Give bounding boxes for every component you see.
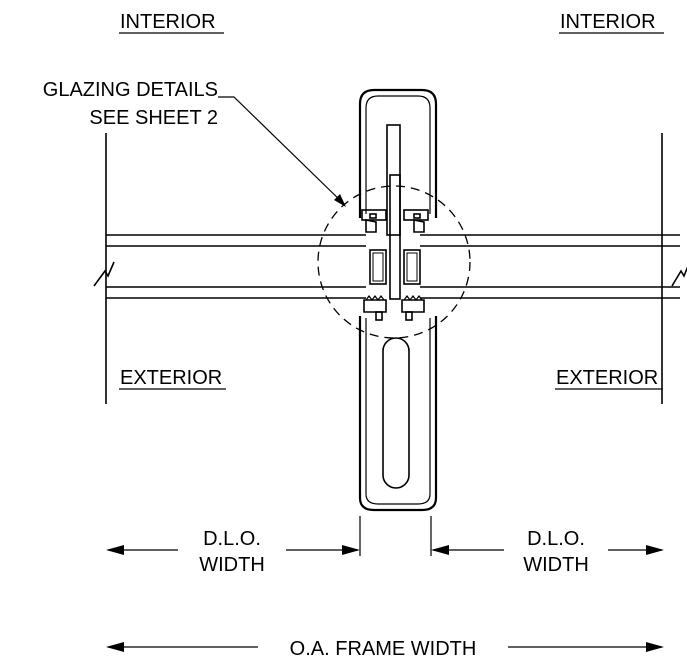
dlo-width-left-dimension xyxy=(106,545,360,555)
dlo-left-line2: WIDTH xyxy=(199,554,265,576)
break-mark-left xyxy=(93,261,115,287)
interior-label-left: INTERIOR xyxy=(120,11,216,33)
exterior-gaskets xyxy=(363,295,425,321)
interior-label-right: INTERIOR xyxy=(560,11,656,33)
callout-text-line1: GLAZING DETAILS xyxy=(43,79,218,101)
exterior-label-left: EXTERIOR xyxy=(120,367,222,389)
break-mark-right xyxy=(671,266,687,287)
glass-lite-right xyxy=(420,234,680,299)
mullion-core xyxy=(369,174,421,300)
callout-leader xyxy=(218,96,346,206)
glass-lite-left xyxy=(106,234,366,299)
dlo-right-line2: WIDTH xyxy=(523,554,589,576)
callout-text-line2: SEE SHEET 2 xyxy=(89,107,218,129)
dlo-right-line1: D.L.O. xyxy=(527,528,585,550)
dlo-left-line1: D.L.O. xyxy=(203,528,261,550)
oa-frame-width-dimension xyxy=(106,642,664,652)
interior-gaskets xyxy=(361,209,429,233)
exterior-cover xyxy=(358,316,438,512)
exterior-label-right: EXTERIOR xyxy=(556,367,658,389)
dlo-width-right-dimension xyxy=(431,545,664,555)
callout-arrowhead xyxy=(334,194,346,207)
oa-frame-width-label: O.A. FRAME WIDTH xyxy=(290,638,477,660)
detail-circle xyxy=(317,185,471,339)
